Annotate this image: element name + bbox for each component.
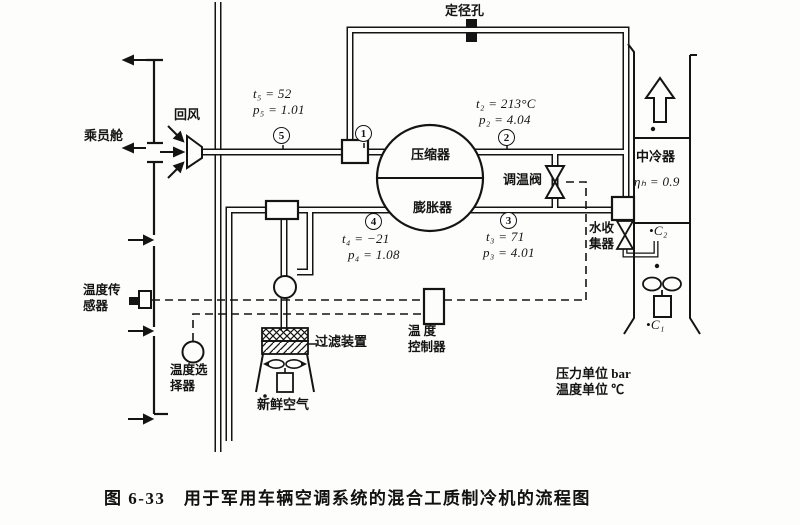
state-marker-1: 1 <box>355 125 372 142</box>
intercooler-efficiency: ηₕ = 0.9 <box>634 174 680 189</box>
return-air-funnel <box>186 134 203 170</box>
state4-temp: t₄ = −21 <box>342 231 390 246</box>
arrow-diag-upper <box>167 125 178 136</box>
state5-temp: t₅ = 52 <box>253 86 292 101</box>
flow-arrows <box>121 54 186 425</box>
orifice-label: 定径孔 <box>445 3 485 18</box>
state3-pressure: p₃ = 4.01 <box>483 245 535 260</box>
control-signal-lines <box>152 181 587 341</box>
blower-icon <box>273 275 297 299</box>
temp-controller-box <box>422 287 446 326</box>
arrow-diag-lower <box>167 168 178 179</box>
units-pressure-note: 压力单位 bar <box>556 366 631 381</box>
compressor-label: 压缩器 <box>411 147 451 162</box>
temp-valve-label: 调温阀 <box>503 172 543 187</box>
state-marker-3: 3 <box>500 212 517 229</box>
temp-controller-label: 温 度 控制器 <box>408 324 446 354</box>
water-collector-label: 水收 集器 <box>589 221 615 251</box>
fresh-air-label: 新鲜空气 <box>257 397 310 412</box>
expander-label: 膨胀器 <box>413 200 453 215</box>
state2-temp: t₂ = 213°C <box>476 96 536 111</box>
state2-pressure: p₂ = 4.04 <box>479 112 531 127</box>
temp-valve-icon <box>544 165 566 199</box>
state-marker-2: 2 <box>498 129 515 146</box>
compressor-expander-unit <box>375 123 485 233</box>
state-marker-5: 5 <box>273 127 290 144</box>
orifice-icon <box>466 19 477 42</box>
temp-selector-icon <box>181 340 205 364</box>
temp-sensor-icon <box>129 290 152 309</box>
air-state-c1-label: •C₁ <box>646 317 665 332</box>
state4-pressure: p₄ = 1.08 <box>348 247 400 262</box>
exhaust-air-arrow-icon <box>644 76 676 123</box>
state-dots <box>263 126 660 398</box>
intercooler-box <box>633 137 691 224</box>
fresh-air-fan-icon <box>267 358 285 369</box>
bypass-junction-box <box>340 138 370 165</box>
state3-temp: t₃ = 71 <box>486 229 525 244</box>
cabin-label: 乘员舱 <box>84 128 124 143</box>
cooling-fan-icon <box>642 276 682 318</box>
units-temperature-note: 温度单位 ℃ <box>556 382 625 397</box>
state-marker-4: 4 <box>365 213 382 230</box>
state5-pressure: p₅ = 1.01 <box>253 102 305 117</box>
water-collector-box <box>610 195 636 222</box>
mixer-box <box>264 199 300 221</box>
drain-valve-icon <box>615 220 635 250</box>
intercooler-label: 中冷器 <box>636 149 676 164</box>
fresh-air-intake <box>255 353 315 393</box>
temp-selector-label: 温度选 择器 <box>170 363 208 393</box>
temp-sensor-label: 温度传 感器 <box>83 283 121 313</box>
figure-caption: 图 6-33 用于军用车辆空调系统的混合工质制冷机的流程图 <box>104 489 591 508</box>
filter-label: 过滤装置 <box>315 334 368 349</box>
air-state-c2-label: •C₂ <box>649 223 668 238</box>
filter-device <box>261 327 317 355</box>
return-air-label: 回风 <box>174 107 201 122</box>
cabin-boundary-bracket <box>146 58 168 416</box>
